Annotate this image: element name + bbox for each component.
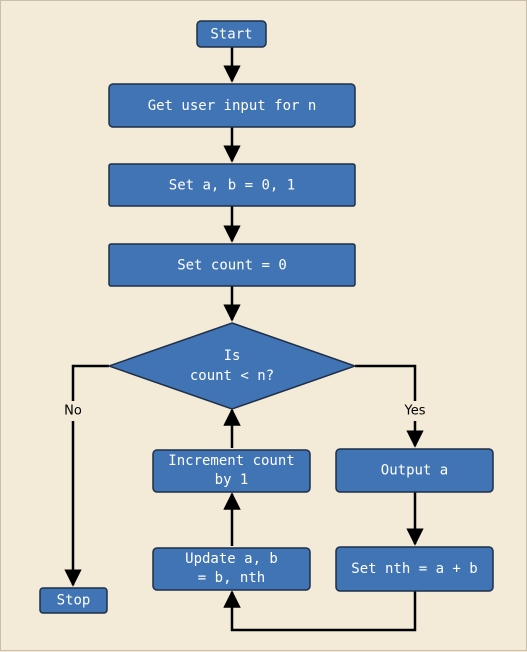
edge-decision-no-to-stop bbox=[64, 364, 109, 587]
decision-node-label-line2: count < n? bbox=[190, 368, 274, 384]
start-node[interactable]: Start bbox=[196, 20, 267, 48]
set-nth-node-label: Set nth = a + b bbox=[351, 561, 477, 577]
start-node-label: Start bbox=[210, 27, 252, 43]
output-a-node-label: Output a bbox=[381, 463, 448, 479]
edge-setnth-to-update bbox=[223, 590, 417, 632]
update-ab-node-label-line2: = b, nth bbox=[198, 570, 265, 586]
get-input-node[interactable]: Get user input for n bbox=[108, 83, 356, 128]
update-ab-node-label-line1: Update a, b bbox=[185, 551, 278, 567]
set-count-node-label: Set count = 0 bbox=[177, 258, 287, 274]
increment-node-label-line2: by 1 bbox=[215, 472, 249, 488]
set-ab-node-label: Set a, b = 0, 1 bbox=[169, 178, 295, 194]
set-count-node[interactable]: Set count = 0 bbox=[108, 243, 356, 287]
decision-node-label-line1: Is bbox=[224, 348, 241, 364]
increment-node[interactable]: Increment count by 1 bbox=[152, 449, 311, 493]
edge-label-yes: Yes bbox=[404, 404, 426, 419]
get-input-node-label: Get user input for n bbox=[148, 98, 317, 114]
edge-label-no: No bbox=[64, 404, 82, 419]
set-nth-node[interactable]: Set nth = a + b bbox=[335, 546, 494, 592]
edges bbox=[64, 47, 424, 632]
nodes: Start Get user input for n Set a, b = 0,… bbox=[39, 20, 494, 614]
increment-node-label-line1: Increment count bbox=[168, 453, 294, 469]
set-ab-node[interactable]: Set a, b = 0, 1 bbox=[108, 163, 356, 207]
stop-node[interactable]: Stop bbox=[39, 587, 108, 614]
stop-node-label: Stop bbox=[57, 593, 91, 609]
decision-node[interactable]: Is count < n? bbox=[106, 322, 358, 410]
output-a-node[interactable]: Output a bbox=[335, 448, 494, 493]
update-ab-node[interactable]: Update a, b = b, nth bbox=[152, 547, 311, 591]
